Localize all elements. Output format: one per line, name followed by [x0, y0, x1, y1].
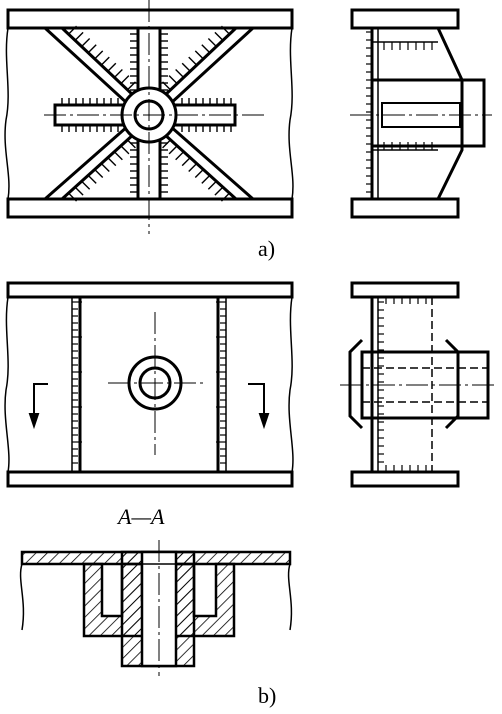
weld-tick — [68, 25, 78, 35]
weld-tick — [74, 186, 84, 196]
top-flange — [6, 8, 294, 30]
section-title: A—A — [118, 504, 165, 529]
weld-marks — [61, 25, 232, 202]
side-bottom-flange — [350, 197, 460, 219]
side-gusset — [436, 27, 464, 200]
weld-tick — [162, 139, 172, 149]
side-top-flange — [350, 8, 460, 30]
figure-b-side-view — [340, 281, 496, 488]
weld-tick — [68, 192, 78, 202]
figure-b-label: b) — [258, 683, 277, 708]
section-a-a-view — [19, 540, 293, 676]
weld-tick — [220, 192, 230, 202]
weld-tick — [214, 31, 224, 41]
b-center-plate — [78, 295, 220, 474]
weld-tick — [214, 186, 224, 196]
weld-tick — [120, 145, 130, 155]
weld-tick — [175, 151, 185, 161]
weld-tick — [181, 157, 191, 167]
weld-tick — [201, 44, 211, 54]
left-break-line — [4, 27, 10, 200]
weld-tick — [87, 174, 97, 184]
weld-tick — [94, 50, 104, 60]
weld-tick — [87, 44, 97, 54]
weld-tick — [181, 62, 191, 72]
side-weld-ticks — [366, 31, 433, 193]
weld-tick — [188, 163, 198, 173]
weld-tick — [94, 168, 104, 178]
weld-tick — [113, 151, 123, 161]
weld-tick — [188, 56, 198, 66]
section-arrow-left — [28, 383, 48, 430]
weld-tick — [100, 56, 110, 66]
bottom-flange — [6, 197, 294, 219]
weld-tick — [81, 38, 91, 48]
side-boss — [370, 78, 486, 148]
weld-tick — [107, 62, 117, 72]
figure-a-front-view — [4, 0, 294, 234]
weld-tick — [220, 25, 230, 35]
weld-tick — [194, 50, 204, 60]
weld-tick — [175, 68, 185, 78]
weld-tick — [100, 163, 110, 173]
figure-a-label: a) — [258, 236, 276, 261]
weld-tick — [207, 38, 217, 48]
weld-tick — [113, 68, 123, 78]
weld-tick — [168, 75, 178, 85]
section-arrow-right — [248, 383, 270, 430]
weld-tick — [201, 174, 211, 184]
b-bottom-flange — [6, 470, 294, 488]
figure-b-front-view — [4, 281, 294, 488]
right-break-line — [288, 27, 294, 200]
weld-tick — [81, 180, 91, 190]
weld-tick — [107, 157, 117, 167]
weld-tick — [194, 168, 204, 178]
diagonal-ribs — [43, 26, 255, 201]
weld-tick — [126, 139, 136, 149]
weld-tick — [120, 75, 130, 85]
weld-tick — [74, 31, 84, 41]
weld-tick — [207, 180, 217, 190]
figure-a-side-view — [350, 8, 492, 219]
b-top-flange — [6, 281, 294, 299]
center-lines — [44, 0, 268, 234]
weld-tick — [168, 145, 178, 155]
